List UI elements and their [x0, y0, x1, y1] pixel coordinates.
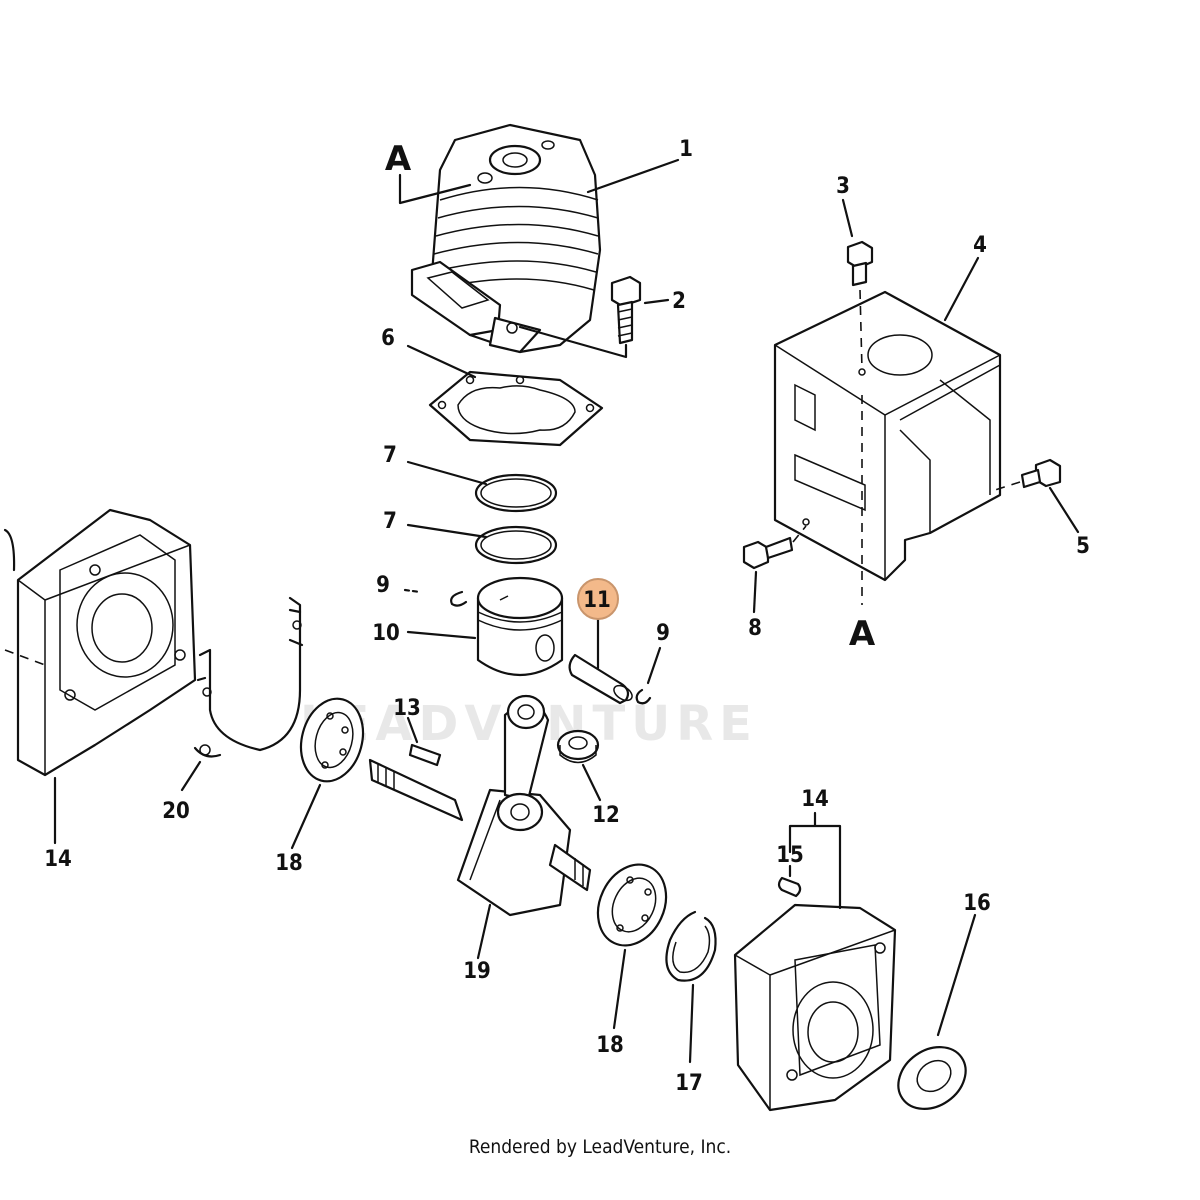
screw-5[interactable] [1020, 458, 1062, 489]
callout-12[interactable]: 12 [592, 803, 620, 828]
callout-4[interactable]: 4 [973, 233, 987, 258]
callout-9-left[interactable]: 9 [376, 573, 390, 598]
callout-19[interactable]: 19 [463, 959, 491, 984]
piston-ring-upper[interactable] [474, 473, 558, 513]
cylinder-cover[interactable] [773, 290, 1002, 582]
crankcase-gasket[interactable] [193, 596, 304, 758]
callout-14-right[interactable]: 14 [801, 787, 829, 812]
bolt-2[interactable] [610, 275, 642, 345]
footer-credit: Rendered by LeadVenture, Inc. [468, 1136, 732, 1158]
circlip-left[interactable] [450, 590, 468, 607]
dowel-pin[interactable] [777, 876, 802, 898]
callout-13[interactable]: 13 [393, 696, 421, 721]
screw-8[interactable] [742, 536, 794, 570]
callout-18-right[interactable]: 18 [596, 1033, 624, 1058]
cylinder-gasket[interactable] [428, 370, 604, 447]
cylinder-part[interactable] [410, 123, 602, 354]
crankshaft[interactable] [368, 694, 592, 917]
callout-9-right[interactable]: 9 [656, 621, 670, 646]
highlight-circle[interactable] [577, 578, 619, 620]
circlip-right[interactable] [635, 688, 652, 705]
woodruff-key[interactable] [408, 743, 442, 767]
bearing-left[interactable] [292, 692, 372, 789]
callout-16[interactable]: 16 [963, 891, 991, 916]
callout-10[interactable]: 10 [372, 621, 400, 646]
callout-18-left[interactable]: 18 [275, 851, 303, 876]
needle-bearing[interactable] [556, 729, 600, 764]
piston-ring-lower[interactable] [474, 525, 558, 565]
callout-15[interactable]: 15 [776, 843, 804, 868]
piston[interactable] [476, 576, 564, 677]
callout-5[interactable]: 5 [1076, 534, 1090, 559]
callout-7-upper[interactable]: 7 [383, 443, 397, 468]
oil-seal[interactable] [886, 1034, 977, 1121]
callout-20[interactable]: 20 [162, 799, 190, 824]
callout-7-lower[interactable]: 7 [383, 509, 397, 534]
callout-6[interactable]: 6 [381, 326, 395, 351]
callout-17[interactable]: 17 [675, 1071, 703, 1096]
crankcase-left[interactable] [3, 508, 197, 777]
crankcase-right[interactable] [733, 903, 897, 1112]
snap-ring[interactable] [665, 910, 717, 982]
callout-14-left[interactable]: 14 [44, 847, 72, 872]
bearing-right[interactable] [585, 853, 679, 956]
callout-11[interactable]: 11 [583, 588, 611, 613]
wrist-pin[interactable] [568, 653, 635, 705]
callout-8[interactable]: 8 [748, 616, 762, 641]
callout-3[interactable]: 3 [836, 174, 850, 199]
callout-2[interactable]: 2 [672, 289, 686, 314]
section-marker-top: A [385, 139, 412, 179]
section-marker-bottom: A [849, 614, 876, 654]
screw-3[interactable] [846, 240, 874, 287]
callout-1[interactable]: 1 [679, 137, 693, 162]
